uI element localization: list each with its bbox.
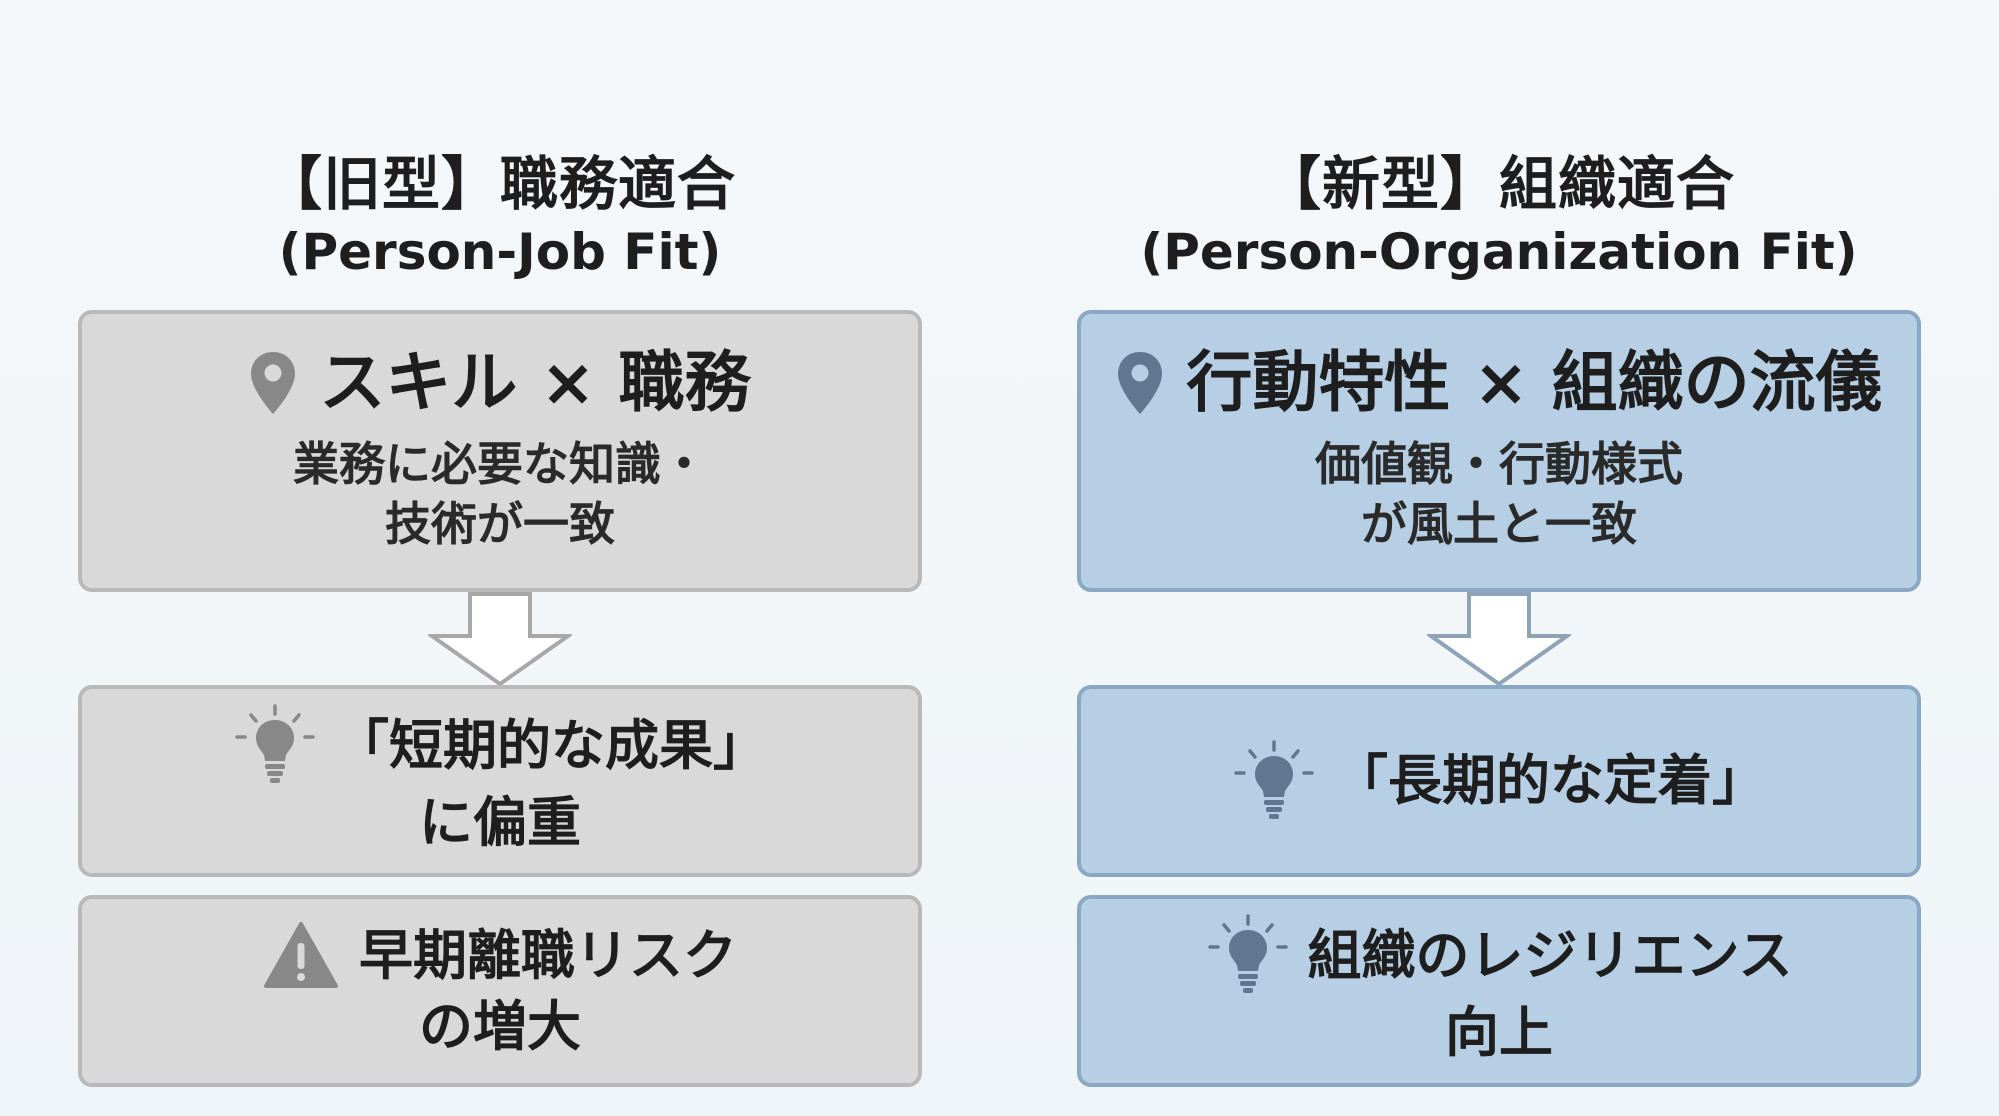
new-title-en: (Person-Organization Fit) [1140, 222, 1858, 281]
new-definition-line1: 価値観・行動様式 [1315, 436, 1683, 491]
map-pin-icon [249, 350, 297, 416]
new-definition-line2: が風土と一致 [1361, 497, 1637, 552]
old-definition-heading: スキル × 職務 [319, 343, 751, 421]
down-arrow-icon [428, 592, 572, 686]
new-result-text-2-line1: 組織のレジリエンス [1307, 923, 1793, 987]
old-result-box-1: 「短期的な成果」 に偏重 [78, 685, 922, 877]
old-model-column: 【旧型】職務適合 (Person-Job Fit) スキル × 職務 業務に必要… [78, 150, 922, 1087]
new-result-text-1: 「長期的な定着」 [1334, 749, 1766, 813]
new-result-box-2: 組織のレジリエンス 向上 [1077, 895, 1921, 1087]
lightbulb-icon [1206, 913, 1290, 997]
lightbulb-icon [1232, 739, 1316, 823]
new-model-title: 【新型】組織適合 (Person-Organization Fit) [1077, 150, 1921, 282]
new-definition-description: 価値観・行動様式 が風土と一致 [1315, 434, 1683, 555]
old-result-text-2-line1: 早期離職リスク [359, 923, 737, 987]
old-result-box-2: 早期離職リスク の増大 [78, 895, 922, 1087]
warning-icon [263, 921, 339, 989]
old-title-ja: 【旧型】職務適合 [263, 150, 736, 218]
old-model-title: 【旧型】職務適合 (Person-Job Fit) [78, 150, 922, 282]
down-arrow-icon [1427, 592, 1571, 686]
old-title-en: (Person-Job Fit) [278, 222, 722, 281]
old-definition-description: 業務に必要な知識・ 技術が一致 [293, 434, 707, 555]
new-result-box-1: 「長期的な定着」 [1077, 685, 1921, 877]
old-definition-box: スキル × 職務 業務に必要な知識・ 技術が一致 [78, 310, 922, 592]
new-title-ja: 【新型】組織適合 [1262, 150, 1735, 218]
new-definition-heading: 行動特性 × 組織の流儀 [1186, 343, 1882, 421]
old-result-text-1-line2: に偏重 [419, 791, 581, 855]
old-result-text-1-line1: 「短期的な成果」 [335, 713, 767, 777]
old-result-text-2-line2: の増大 [419, 995, 581, 1058]
new-definition-box: 行動特性 × 組織の流儀 価値観・行動様式 が風土と一致 [1077, 310, 1921, 592]
new-result-text-2-line2: 向上 [1445, 1001, 1553, 1065]
lightbulb-icon [233, 703, 317, 787]
map-pin-icon [1116, 350, 1164, 416]
new-model-column: 【新型】組織適合 (Person-Organization Fit) 行動特性 … [1077, 150, 1921, 1087]
old-definition-line2: 技術が一致 [385, 497, 615, 552]
old-definition-line1: 業務に必要な知識・ [293, 436, 707, 491]
